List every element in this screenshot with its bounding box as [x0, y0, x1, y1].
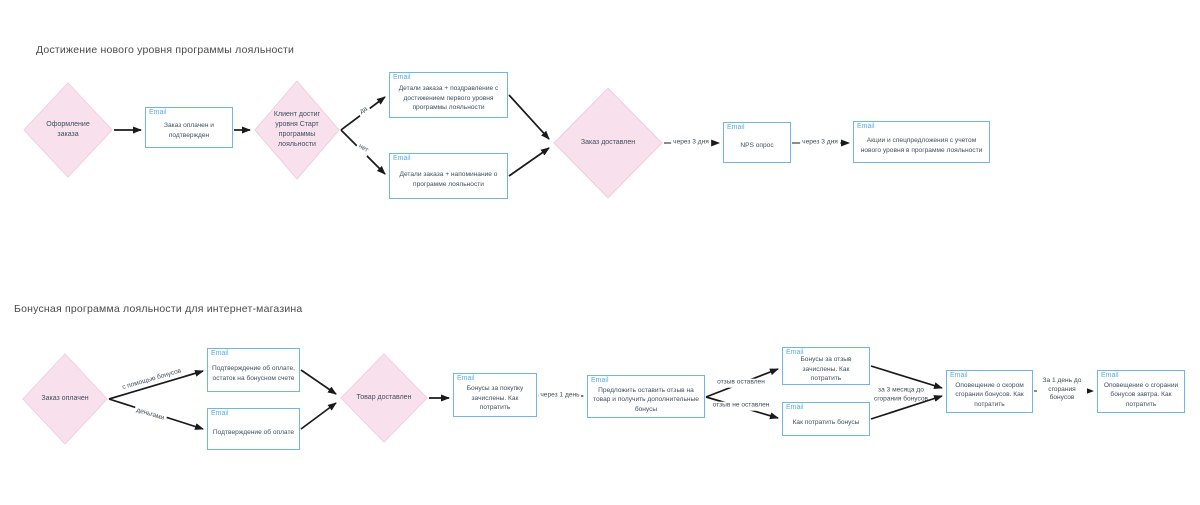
- arrow-spend-to-expiry: [870, 395, 943, 420]
- email-box-promos-text: Акции и спецпредложения с учетом нового …: [860, 136, 983, 154]
- edge-label-review-not-left: отзыв не оставлен: [710, 401, 772, 411]
- email-box-promos[interactable]: Email Акции и спецпредложения с учетом н…: [853, 121, 990, 163]
- email-box-ask-review[interactable]: Email Предложить оставить отзыв на товар…: [587, 375, 705, 418]
- diamond-shape: [553, 87, 663, 199]
- email-tag: Email: [211, 350, 229, 357]
- diamond-order-paid[interactable]: Заказ оплачен: [22, 353, 108, 445]
- diamond-client-reached-level-label: Клиент достиг уровня Старт программы лоя…: [273, 110, 321, 149]
- email-tag: Email: [211, 410, 229, 417]
- edge-label-one-day-before: За 1 день до сгорания бонусов: [1037, 377, 1087, 403]
- diamond-shape: [254, 80, 340, 180]
- email-box-nps[interactable]: Email NPS опрос: [723, 122, 791, 163]
- email-tag: Email: [786, 349, 804, 356]
- edge-label-review-left: отзыв оставлен: [715, 378, 767, 388]
- diamond-order-delivered[interactable]: Заказ доставлен: [553, 87, 663, 199]
- edge-label-three-months-before: за 3 месяца до сгорания бонусов: [873, 386, 929, 402]
- email-box-how-to-spend-text: Как потратить бонусы: [792, 418, 860, 426]
- email-box-details-congrats[interactable]: Email Детали заказа + поздравление с дос…: [389, 72, 508, 118]
- diamond-shape: [340, 353, 428, 443]
- email-tag: Email: [457, 375, 475, 382]
- diamond-shape: [23, 82, 113, 178]
- edge-label-after-3-days-2: через 3 дня: [800, 138, 840, 148]
- email-box-expiry-tomorrow[interactable]: Email Оповещение о сгорании бонусов завт…: [1097, 370, 1185, 413]
- email-tag: Email: [393, 155, 411, 162]
- diamond-goods-delivered-label: Товар доставлен: [356, 393, 412, 401]
- email-box-review-bonuses[interactable]: Email Бонусы за отзыв зачислены. Как пот…: [782, 347, 870, 385]
- email-tag: Email: [857, 123, 875, 130]
- arrow-paid-bonuses: [108, 369, 204, 400]
- email-box-expiry-soon[interactable]: Email Оповещение о скором сгорании бонус…: [946, 370, 1033, 413]
- email-box-order-paid-text: Заказ оплачен и подтвержден: [164, 122, 214, 139]
- email-box-ask-review-text: Предложить оставить отзыв на товар и пол…: [593, 386, 699, 413]
- email-tag: Email: [727, 124, 745, 131]
- email-tag: Email: [591, 377, 609, 384]
- email-box-nps-text: NPS опрос: [740, 142, 774, 150]
- email-box-payment-confirm-text: Подтверждение об оплате: [212, 428, 295, 436]
- arrow-reminder-to-delivered: [508, 147, 550, 177]
- email-box-expiry-soon-text: Оповещение о скором сгорании бонусов. Ка…: [955, 381, 1024, 408]
- arrow-confirm2-to-delivered: [300, 402, 337, 430]
- edge-label-after-3-days-1: через 3 дня: [671, 138, 711, 148]
- email-tag: Email: [950, 372, 968, 379]
- diamond-order-delivered-label: Заказ доставлен: [580, 138, 636, 146]
- flow-title-bottom: Бонусная программа лояльности для интерн…: [14, 303, 303, 315]
- email-tag: Email: [393, 74, 411, 81]
- diamond-shape: [22, 353, 108, 445]
- email-box-details-reminder[interactable]: Email Детали заказа + напоминание о прог…: [389, 153, 508, 199]
- email-box-purchase-bonuses-text: Бонусы за покупку зачислены. Как потрати…: [466, 385, 524, 412]
- edge-label-after-1-day: через 1 день: [538, 391, 582, 401]
- email-tag: Email: [786, 404, 804, 411]
- email-box-payment-confirm-balance[interactable]: Email Подтверждение об оплате, остаток н…: [207, 348, 300, 392]
- email-tag: Email: [1101, 372, 1119, 379]
- email-box-purchase-bonuses[interactable]: Email Бонусы за покупку зачислены. Как п…: [453, 373, 537, 417]
- arrow-congrats-to-delivered: [508, 94, 550, 140]
- arrow-confirm1-to-delivered: [300, 369, 337, 395]
- diamond-goods-delivered[interactable]: Товар доставлен: [340, 353, 428, 443]
- email-box-payment-confirm[interactable]: Email Подтверждение об оплате: [207, 408, 300, 450]
- diamond-client-reached-level[interactable]: Клиент достиг уровня Старт программы лоя…: [254, 80, 340, 180]
- diamond-order-paid-label: Заказ оплачен: [41, 394, 89, 402]
- email-box-payment-confirm-balance-text: Подтверждение об оплате, остаток на бону…: [212, 364, 295, 382]
- email-box-details-reminder-text: Детали заказа + напоминание о программе …: [399, 170, 498, 188]
- email-box-expiry-tomorrow-text: Оповещение о сгорании бонусов завтра. Ка…: [1103, 381, 1179, 408]
- arrow-reviewbonus-to-expiry: [870, 365, 943, 389]
- email-box-review-bonuses-text: Бонусы за отзыв зачислены. Как потратить: [800, 356, 852, 383]
- email-box-details-congrats-text: Детали заказа + поздравление с достижени…: [398, 85, 499, 112]
- diamond-order-placed-label: Оформление заказа: [46, 120, 90, 138]
- diamond-order-placed[interactable]: Оформление заказа: [23, 82, 113, 178]
- flow-title-top: Достижение нового уровня программы лояль…: [36, 44, 295, 56]
- email-box-how-to-spend[interactable]: Email Как потратить бонусы: [782, 402, 870, 436]
- email-box-order-paid-confirmed[interactable]: Email Заказ оплачен и подтвержден: [145, 107, 233, 148]
- email-tag: Email: [149, 109, 167, 116]
